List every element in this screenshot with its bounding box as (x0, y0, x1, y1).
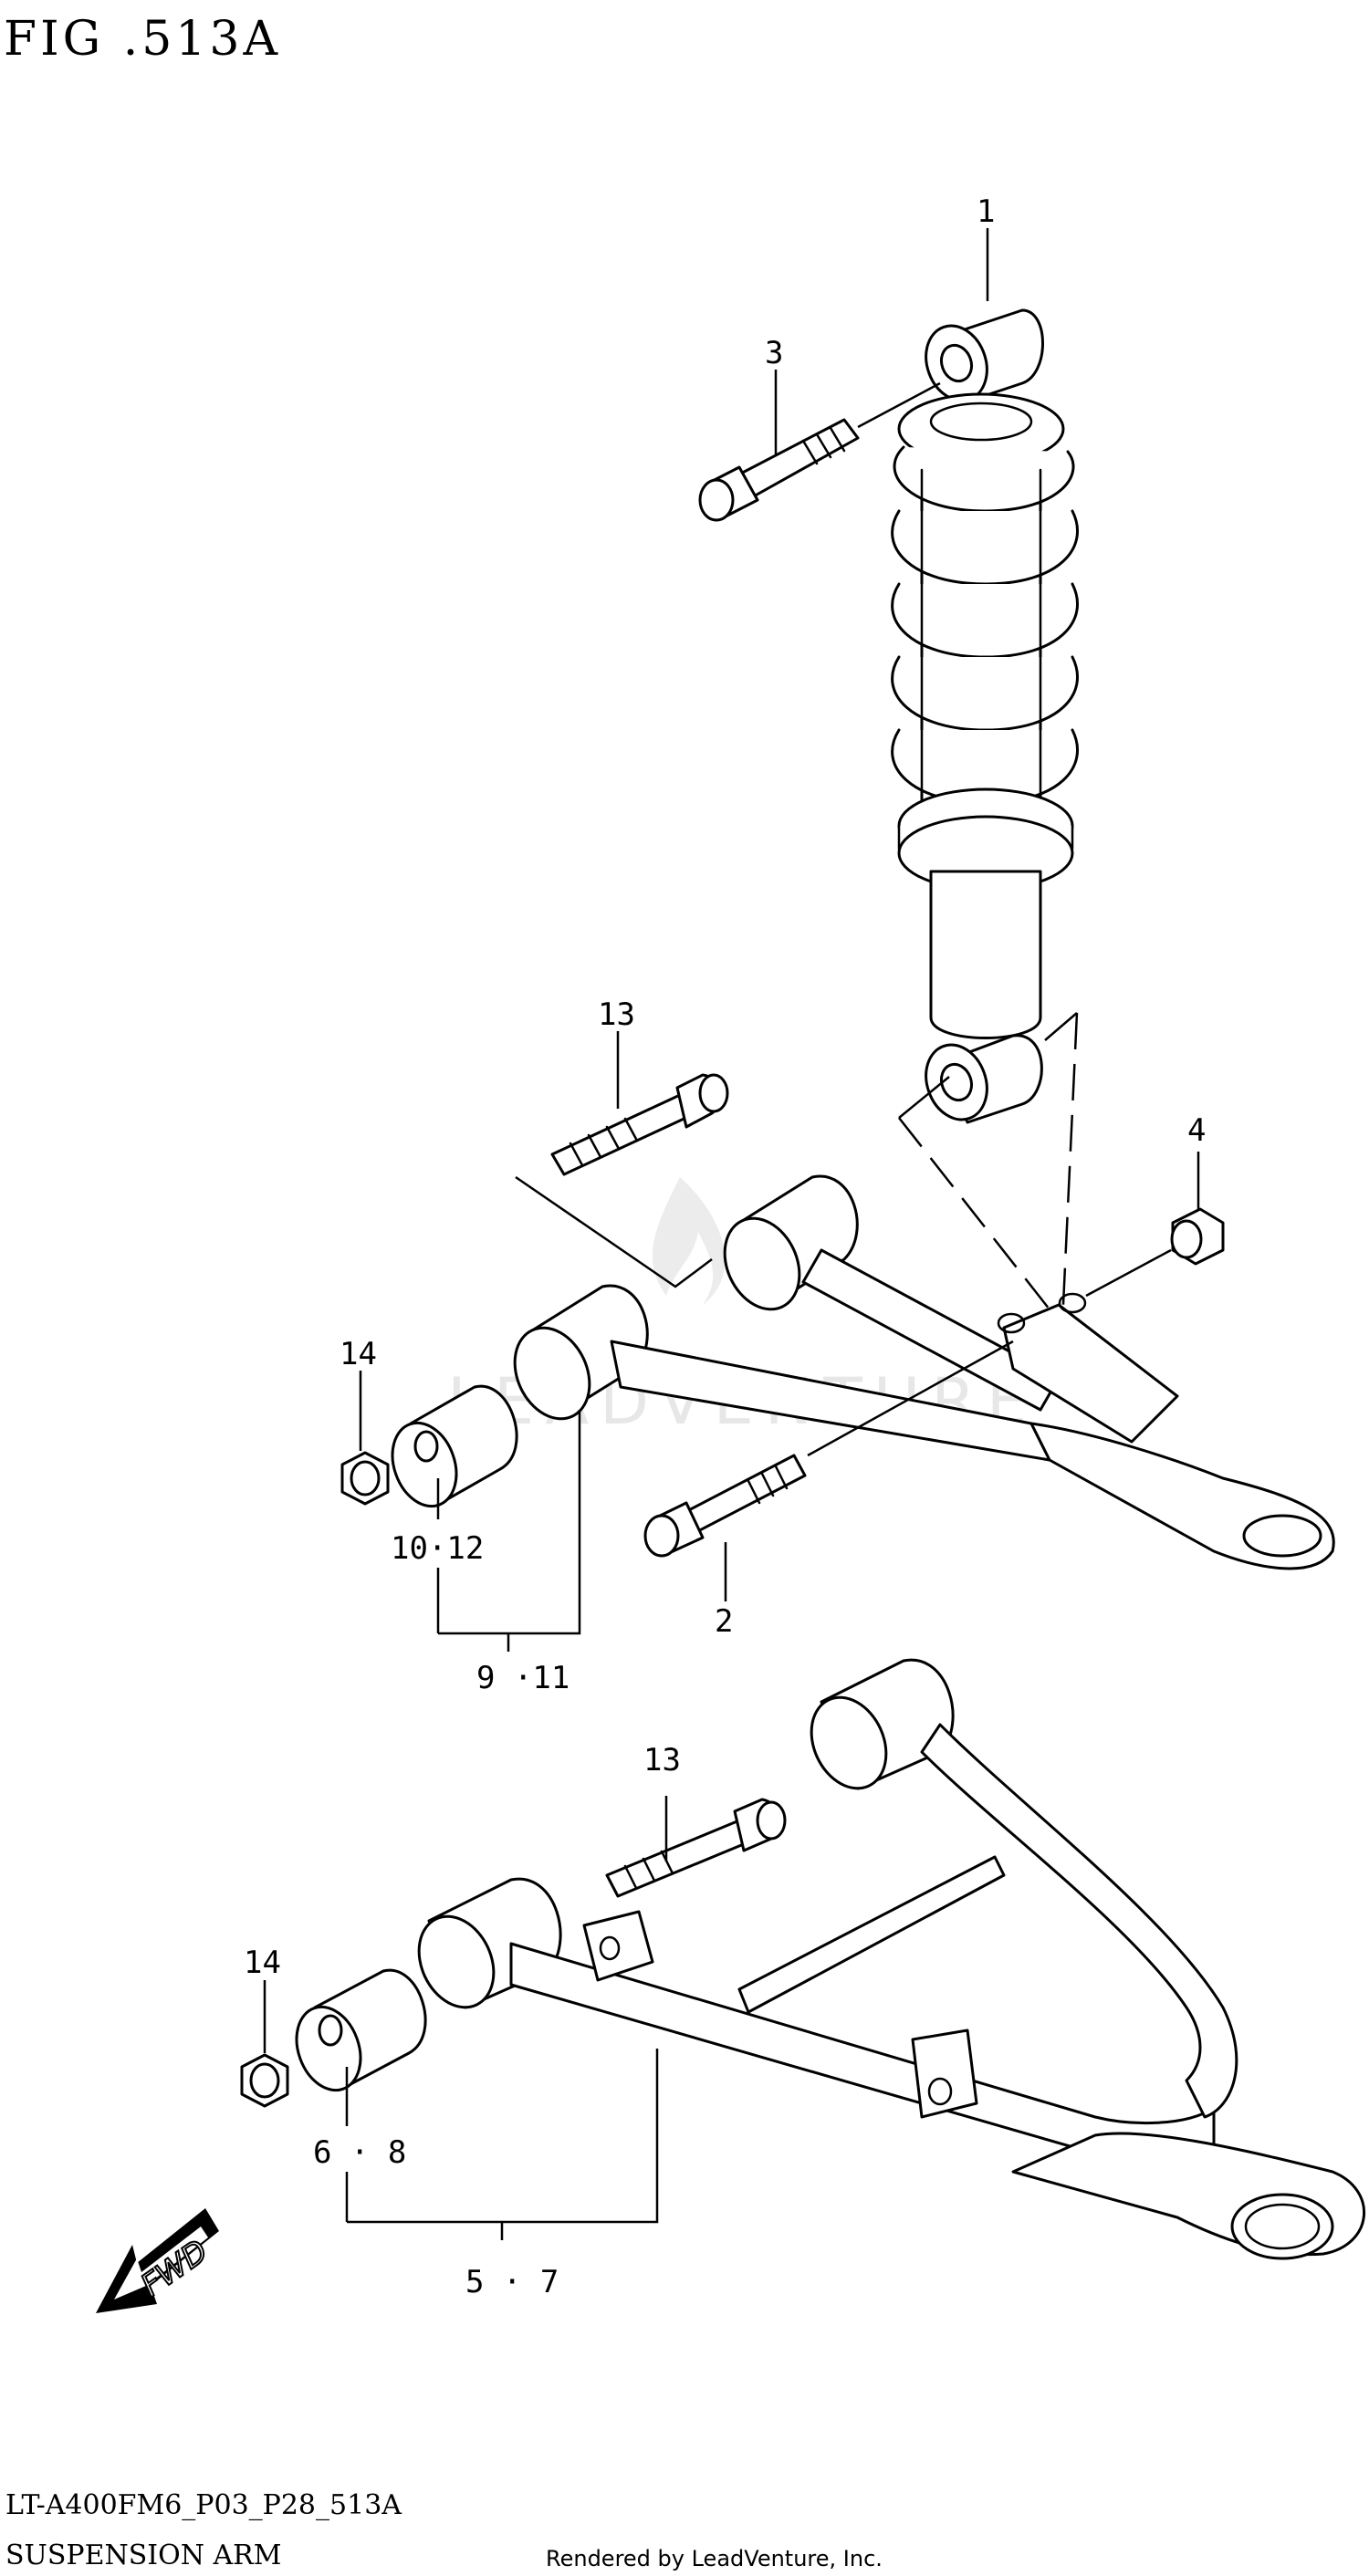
callout-2: 2 (715, 1603, 733, 1640)
figure-title: FIG .513A (4, 12, 281, 67)
lower-arm-bushing[interactable] (286, 1968, 427, 2099)
callout-13-upper: 13 (598, 996, 635, 1033)
callout-14-upper: 14 (340, 1336, 377, 1372)
callout-4: 4 (1187, 1112, 1206, 1149)
shock-lower-bolt[interactable] (643, 1454, 807, 1558)
upper-arm-pivot-bolt[interactable] (550, 1073, 729, 1176)
section-title: SUSPENSION ARM (5, 2539, 281, 2571)
coil-spring (891, 445, 1079, 823)
upper-arm-pivot-nut[interactable] (340, 1451, 390, 1506)
shock-lower-nut[interactable] (1170, 1207, 1225, 1266)
leader-bolt2 (807, 1340, 1014, 1457)
leader-bolt3-shock (857, 381, 941, 429)
leader-nut4 (1085, 1248, 1172, 1298)
shock-absorber[interactable] (891, 308, 1079, 1128)
callout-10-12: 10·12 (391, 1530, 484, 1567)
phantom-line-shock-right (1061, 1012, 1079, 1306)
callout-6-8: 6 · 8 (313, 2134, 406, 2171)
callout-leaders (263, 228, 1200, 2240)
phantom-line-tops (898, 1012, 1078, 1119)
shock-upper-bolt[interactable] (698, 418, 860, 522)
phantom-line-shock-left (898, 1117, 1050, 1310)
callout-13-lower: 13 (643, 1742, 681, 1778)
upper-arm-bushing[interactable] (381, 1384, 518, 1515)
callout-1: 1 (977, 193, 995, 230)
callout-3: 3 (765, 335, 783, 371)
callout-5-7: 5 · 7 (465, 2264, 559, 2300)
forward-direction-arrow: FWD (96, 2208, 219, 2313)
leader-bolt13-upper (515, 1175, 713, 1288)
callout-9-11: 9 ·11 (476, 1660, 570, 1696)
lower-arm-pivot-nut[interactable] (240, 2053, 289, 2108)
upper-suspension-arm[interactable] (501, 1174, 1335, 1570)
lower-suspension-arm[interactable] (405, 1658, 1365, 2260)
callout-14-lower: 14 (244, 1945, 281, 1981)
model-code: LT-A400FM6_P03_P28_513A (5, 2489, 402, 2521)
render-credit: Rendered by LeadVenture, Inc. (546, 2546, 883, 2571)
lower-arm-pivot-bolt[interactable] (605, 1798, 787, 1898)
